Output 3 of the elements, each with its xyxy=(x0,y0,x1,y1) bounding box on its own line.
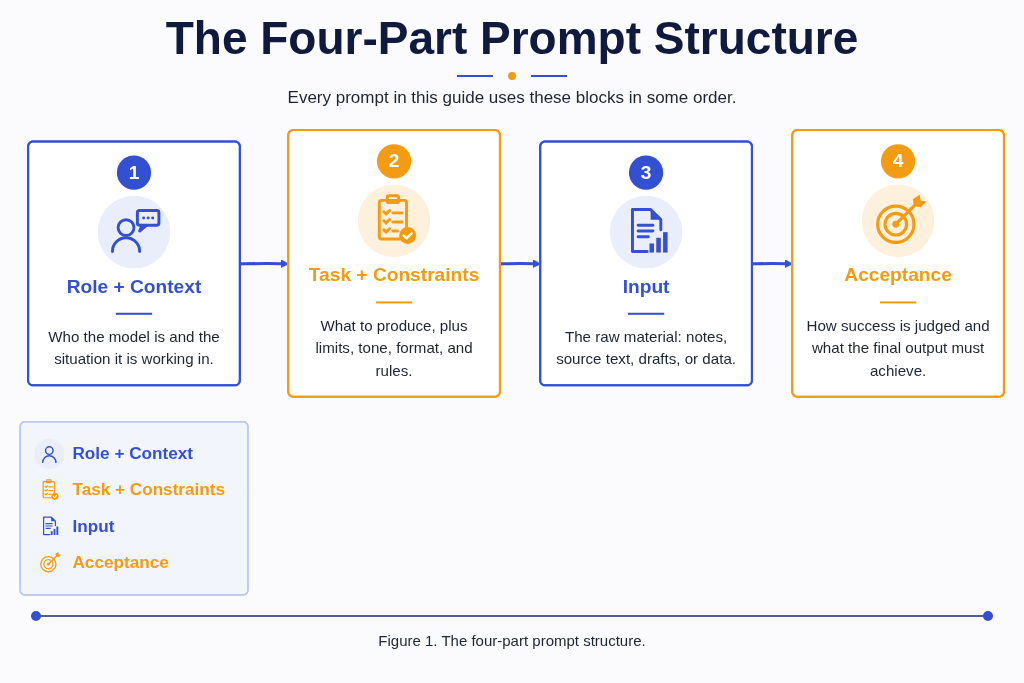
subtitle: Every prompt in this guide uses these blocks in some order. xyxy=(287,86,737,109)
figure-caption: Figure 1. The four-part prompt structure. xyxy=(378,632,646,649)
title: The Four-Part Prompt Structure xyxy=(165,12,859,65)
